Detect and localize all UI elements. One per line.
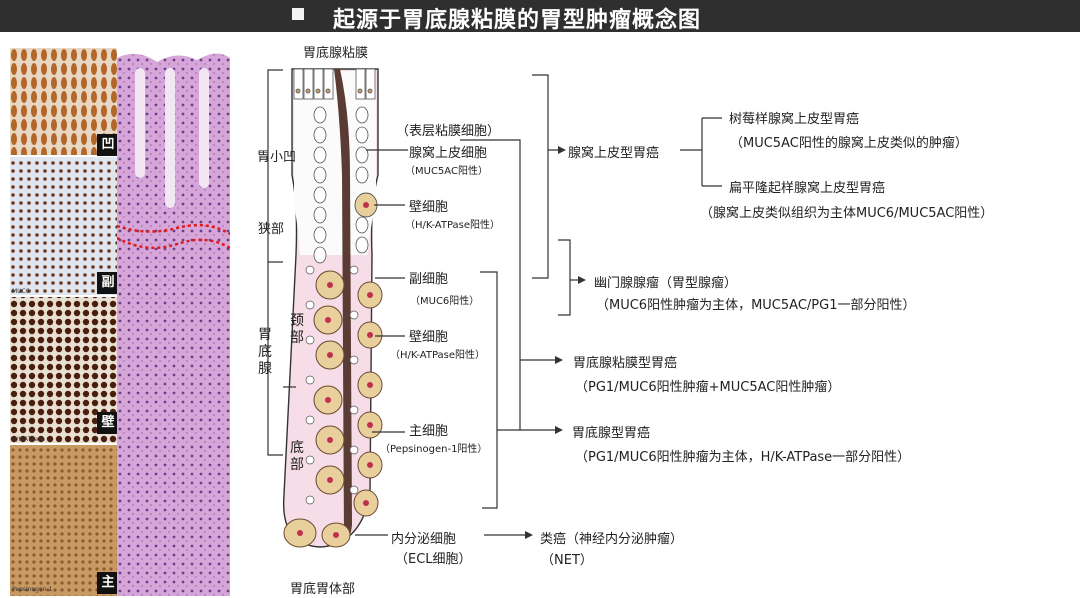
tumor-fundic-mucosa: 胃底腺粘膜型胃癌 — [573, 356, 678, 371]
foveolar-cells — [313, 106, 369, 264]
gland-nuclei — [297, 282, 373, 538]
stain-label-chief: 主 — [97, 572, 117, 594]
tumor-carcinoid: 类癌（神经内分泌肿瘤） — [540, 532, 684, 547]
region-neck: 颈部 — [290, 313, 304, 346]
tumor-flat-desc: （腺窝上皮类似组织为主体MUC6/MUC5AC阳性） — [700, 206, 994, 221]
cell-foveolar: 腺窝上皮细胞 — [409, 146, 488, 161]
tumor-foveolar: 腺窝上皮型胃癌 — [568, 146, 660, 161]
group-line-a — [460, 139, 521, 430]
tumor-fundic-gland: 胃底腺型胃癌 — [572, 426, 651, 441]
stain-caption-muc6: MUC6 — [12, 288, 30, 295]
arrow-fundic-gland-icon — [555, 426, 563, 434]
tumor-carcinoid-desc: （NET） — [541, 553, 593, 568]
isthmus-parietal-cell — [354, 192, 378, 218]
group-line-b — [480, 271, 498, 509]
gland-small-cells — [305, 265, 359, 505]
tumor-pyloric: 幽门腺腺瘤（胃型腺瘤） — [594, 276, 738, 291]
tumor-raspberry-desc: （MUC5AC阳性的腺窝上皮类似的肿瘤） — [730, 136, 968, 151]
stain-caption-hk: H/K-ATPase — [12, 436, 46, 443]
page-title: 起源于胃底腺粘膜的胃型肿瘤概念图 — [333, 8, 702, 33]
stain-caption-pg1: Pepsinogen-1 — [12, 586, 53, 593]
gland-lumen — [334, 69, 352, 540]
cell-parietal-2: 壁细胞 — [409, 330, 449, 345]
tumor-fundic-mucosa-desc: （PG1/MUC6阳性肿瘤+MUC5AC阳性肿瘤） — [575, 380, 841, 395]
bracket-upper-left — [267, 69, 283, 262]
he-texture — [117, 48, 230, 596]
arrow-pyloric-icon — [578, 276, 586, 284]
cell-parietal-1: 壁细胞 — [409, 200, 449, 215]
tumor-pyloric-desc: （MUC6阳性肿瘤为主体，MUC5AC/PG1一部分阳性） — [596, 298, 916, 313]
marker-hk-2: （H/K-ATPase阳性） — [390, 350, 486, 361]
arrow-foveolar-icon — [558, 146, 566, 154]
marker-hk-1: （H/K-ATPase阳性） — [405, 220, 501, 231]
gland-diagram — [282, 68, 383, 548]
arrow-fundic-mucosa-icon — [555, 356, 563, 364]
tumor-raspberry: 树莓样腺窝上皮型胃癌 — [729, 112, 860, 127]
stain-label-mucous-neck: 副 — [97, 272, 117, 294]
brace-pyloric — [558, 239, 571, 316]
surface-cells — [293, 68, 376, 100]
stain-label-parietal: 壁 — [97, 412, 117, 434]
marker-pg1: （Pepsinogen-1阳性） — [380, 444, 488, 455]
title-bar: 起源于胃底腺粘膜的胃型肿瘤概念图 — [0, 0, 1080, 33]
brace-foveolar — [532, 74, 558, 279]
region-isthmus: 狭部 — [258, 222, 285, 237]
label-fundic-mucosa: 胃底腺粘膜 — [303, 46, 369, 61]
tumor-flat: 扁平隆起样腺窝上皮型胃癌 — [729, 181, 886, 196]
marker-ecl: （ECL细胞） — [395, 552, 472, 567]
arrow-carcinoid-icon — [525, 531, 533, 539]
he-histology-panel — [117, 48, 230, 596]
bracket-gland-left — [267, 261, 283, 456]
cell-endocrine: 内分泌细胞 — [391, 532, 457, 547]
label-fundus-body: 胃底胃体部 — [290, 582, 356, 597]
region-base: 底部 — [290, 440, 304, 473]
stain-label-foveolar: 凹 — [97, 134, 117, 156]
tumor-fundic-gland-desc: （PG1/MUC6阳性肿瘤为主体，H/K-ATPase一部分阳性） — [575, 450, 911, 465]
stain-panel: 凹 副 MUC6 壁 H/K-ATPase 主 Pepsinogen-1 — [10, 48, 117, 596]
marker-muc5ac: （MUC5AC阳性） — [405, 166, 488, 177]
cell-mucous-neck: 副细胞 — [409, 272, 449, 287]
region-foveola: 胃小凹 — [257, 150, 297, 165]
cell-surface-mucous: （表层粘膜细胞） — [396, 124, 501, 139]
cell-chief: 主细胞 — [409, 424, 449, 439]
title-bullet-icon — [292, 8, 304, 20]
marker-muc6: （MUC6阳性） — [410, 296, 480, 307]
